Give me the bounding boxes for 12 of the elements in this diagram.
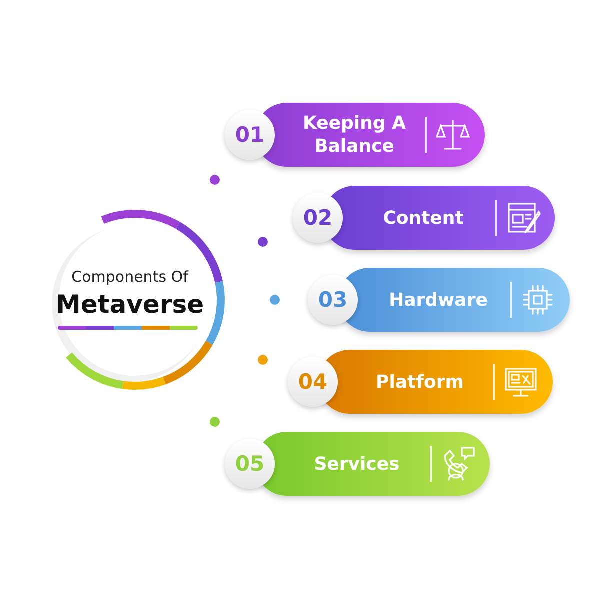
item-title: Keeping A Balance bbox=[302, 112, 407, 159]
number-badge: 03 bbox=[308, 275, 358, 325]
number-badge: 02 bbox=[293, 193, 343, 243]
item-title: Content bbox=[382, 206, 465, 230]
item-title: Services bbox=[313, 452, 401, 476]
item-title: Platform bbox=[375, 370, 465, 394]
heading-text: Components Of bbox=[70, 268, 190, 286]
number-badge: 04 bbox=[288, 357, 338, 407]
title-text: Metaverse bbox=[54, 290, 206, 319]
number-badge: 05 bbox=[225, 439, 275, 489]
item-title: Hardware bbox=[388, 288, 489, 312]
number-badge: 01 bbox=[225, 110, 275, 160]
